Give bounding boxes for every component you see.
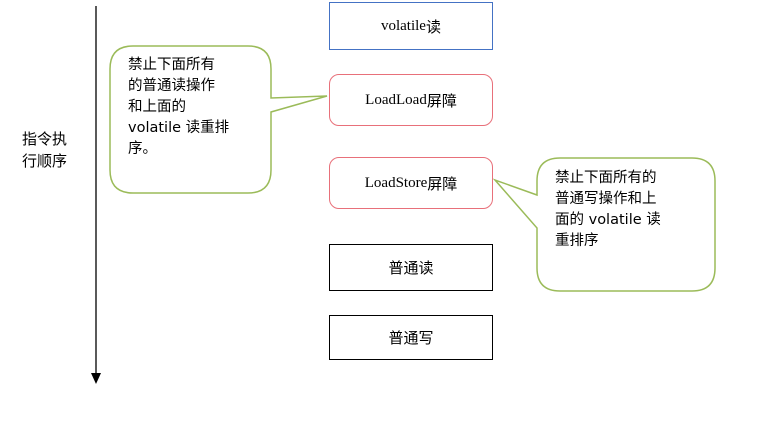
execution-order-label: 指令执 行顺序	[22, 130, 68, 170]
volatile-read-box: volatile 读	[329, 2, 493, 50]
normal-read-box: 普通读	[329, 244, 493, 291]
right-callout-text: 禁止下面所有的 普通写操作和上 面的 volatile 读 重排序	[555, 170, 661, 249]
loadload-text: 屏障	[426, 91, 457, 110]
normal-read-text: 普通读	[388, 259, 434, 277]
right-callout-bubble	[492, 157, 716, 292]
execution-order-arrow	[91, 6, 101, 384]
normal-write-box: 普通写	[329, 315, 493, 360]
loadload-barrier-box: LoadLoad 屏障	[329, 74, 493, 126]
loadstore-barrier-box: LoadStore 屏障	[329, 157, 493, 209]
volatile-read-text: 读	[425, 17, 441, 36]
loadload-code: LoadLoad	[365, 91, 427, 108]
volatile-read-code: volatile	[380, 17, 426, 34]
left-callout-bubble	[109, 45, 328, 194]
left-callout-text: 禁止下面所有 的普通读操作 和上面的 volatile 读重排 序。	[128, 57, 230, 157]
loadstore-code: LoadStore	[364, 174, 428, 191]
normal-write-text: 普通写	[388, 329, 434, 347]
loadstore-text: 屏障	[427, 174, 458, 193]
